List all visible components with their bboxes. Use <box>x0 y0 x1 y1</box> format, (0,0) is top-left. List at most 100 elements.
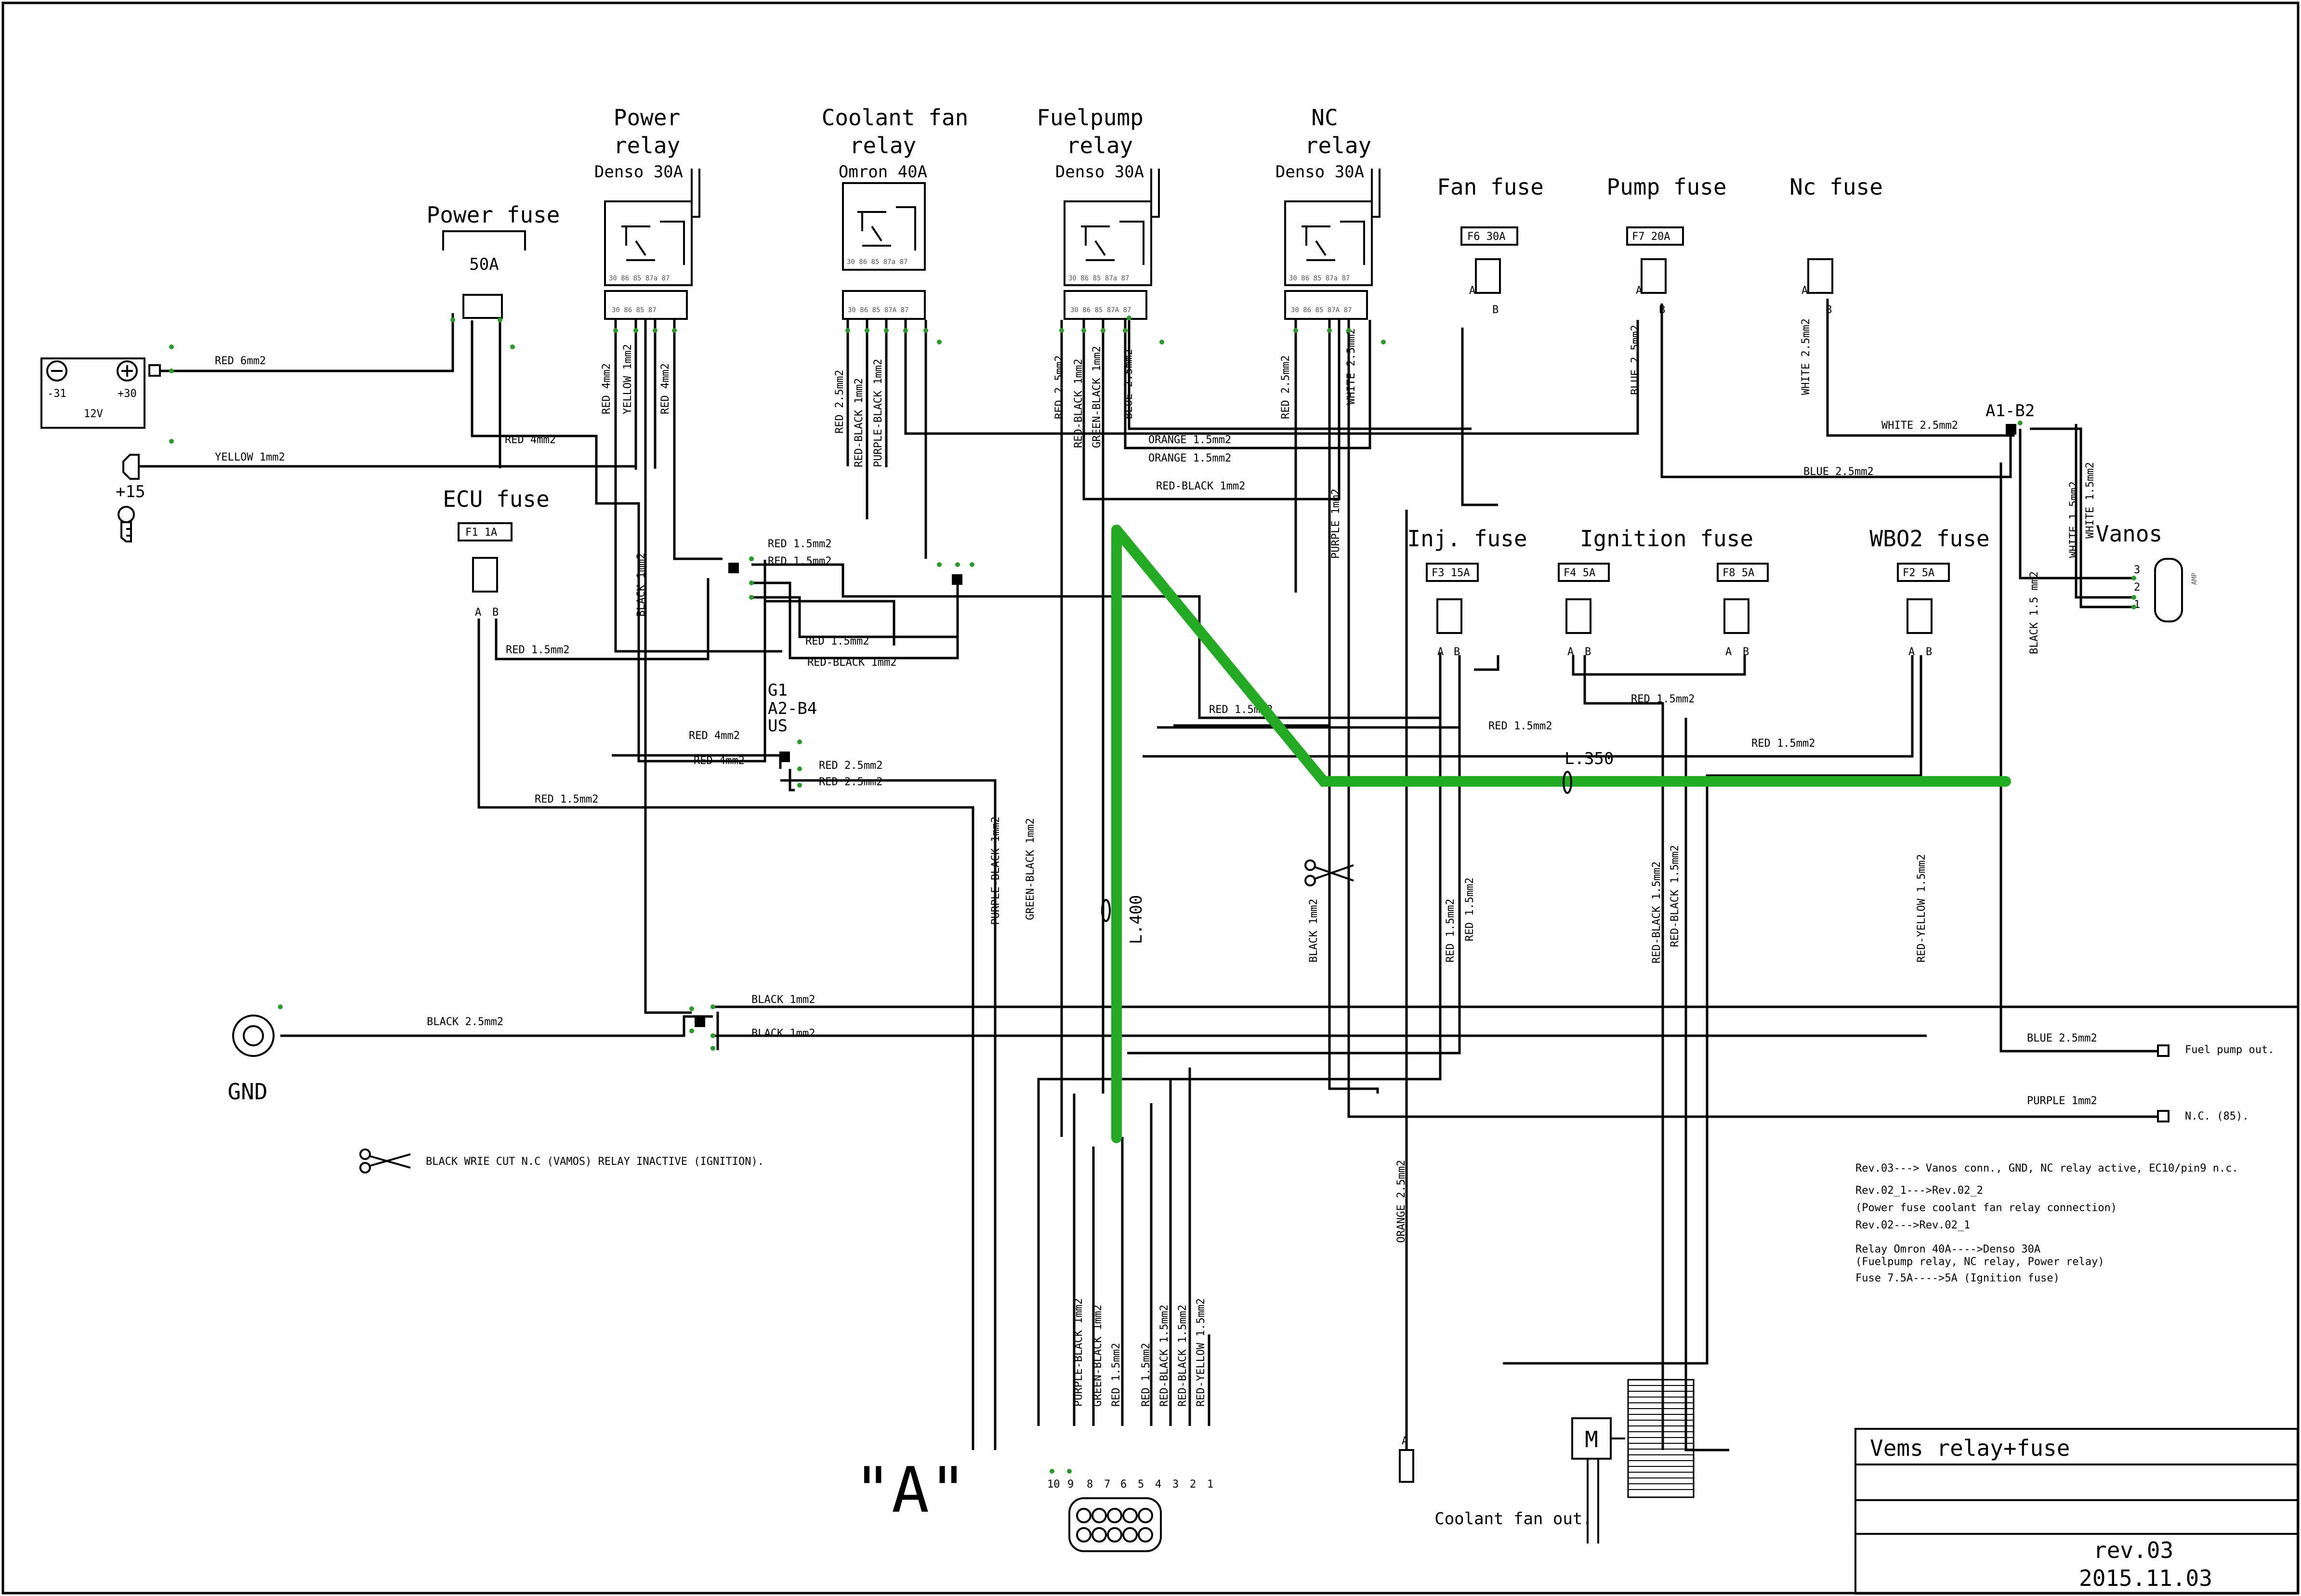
vlabel-black-1mm: BLACK 1mm2 <box>635 553 647 617</box>
connector-a-body <box>1068 1497 1162 1552</box>
wire-label-red-15-ign: RED 1.5mm2 <box>1488 720 1552 732</box>
svg-text:30 86 85 87A 87: 30 86 85 87A 87 <box>1070 306 1131 314</box>
battery-pos: +30 <box>118 388 137 400</box>
svg-text:7: 7 <box>1104 1478 1110 1490</box>
vlabel-red-black-15a: RED-BLACK 1.5mm2 <box>1651 861 1663 963</box>
wire-label-red-black: RED-BLACK 1mm2 <box>1156 480 1245 492</box>
power-relay-title-1: Power <box>614 105 680 131</box>
battery-neg: -31 <box>47 388 66 400</box>
revision-line: Relay Omron 40A---->Denso 30A <box>1855 1243 2040 1255</box>
wire-label-d: RED-BLACK 1mm2 <box>807 657 896 669</box>
scissors-legend-icon <box>359 1148 411 1174</box>
wire-label-red-4mm-g1a: RED 4mm2 <box>689 730 740 742</box>
vlabel-red-black: RED-BLACK 1mm2 <box>853 378 865 467</box>
note-cut-text: BLACK WRIE CUT N.C (VAMOS) RELAY INACTIV… <box>426 1156 764 1168</box>
motor-fan: M <box>1571 1379 1695 1543</box>
coolant-relay-type: Omron 40A <box>839 162 927 182</box>
svg-text:A: A <box>475 607 481 619</box>
fan-blade-icon <box>1627 1379 1695 1498</box>
vlabel-red-15-inj-a: RED 1.5mm2 <box>1445 899 1457 963</box>
wire-label-blue-fuelpump: BLUE 2.5mm2 <box>2027 1032 2097 1044</box>
length-l400: L.400 <box>1127 895 1146 944</box>
vlabel-yellow: YELLOW 1mm2 <box>622 344 634 414</box>
ignition-fuse-tag-b: F8 5A <box>1722 567 1754 579</box>
splice-a1-label: A1-B2 <box>1985 401 2035 421</box>
svg-text:B: B <box>1454 646 1460 658</box>
wire-label-red-4mm: RED 4mm2 <box>505 434 556 446</box>
title-block-rev: rev.03 <box>2093 1537 2173 1563</box>
wbo2-fuse-tag: F2 5A <box>1903 567 1934 579</box>
fan-fuse-body <box>1475 258 1501 294</box>
fuelpump-relay-type: Denso 30A <box>1055 162 1144 182</box>
vlabel-conn-red-black: RED-BLACK 1.5mm2 <box>1158 1305 1170 1407</box>
vlabel-nc-white: WHITE 2.5mm2 <box>1345 328 1357 405</box>
svg-text:9: 9 <box>1067 1478 1074 1490</box>
nc-fuse-title: Nc fuse <box>1789 174 1883 200</box>
svg-text:2: 2 <box>2134 581 2140 594</box>
wire-label-black-25: BLACK 2.5mm2 <box>427 1016 503 1028</box>
wire-label-red-15-wbo2: RED 1.5mm2 <box>1751 738 1815 750</box>
scissors-icon <box>1304 859 1354 886</box>
revision-line: Rev.02_1--->Rev.02_2 <box>1855 1185 1983 1197</box>
nc-relay-type: Denso 30A <box>1275 162 1364 182</box>
vlabel-orange-25: ORANGE 2.5mm2 <box>1395 1160 1407 1243</box>
wire-label-white-25: WHITE 2.5mm2 <box>1881 420 1958 432</box>
vlabel-conn-purple-black: PURPLE-BLACK 1mm2 <box>1073 1298 1085 1407</box>
ecu-fuse: ECU fuse F1 1A A B <box>443 486 550 619</box>
coolant-relay-body <box>842 182 926 271</box>
pump-fuse-tag: F7 20A <box>1632 231 1670 243</box>
vlabel-purple-1mm: PURPLE 1mm2 <box>1330 488 1342 559</box>
wire-label-red-15mm-lower: RED 1.5mm2 <box>535 793 598 805</box>
svg-text:A: A <box>1469 285 1475 297</box>
vlabel-fp-blue: BLUE 2.5mm2 <box>1123 349 1135 419</box>
svg-text:30 86 85 87a 87: 30 86 85 87a 87 <box>1289 275 1350 282</box>
wbo2-fuse-title: WBO2 fuse <box>1869 526 1989 552</box>
svg-text:30 86 85 87a 87: 30 86 85 87a 87 <box>847 258 907 266</box>
vlabel-fp-green-black: GREEN-BLACK 1mm2 <box>1091 346 1103 448</box>
vanos-body <box>2154 558 2183 622</box>
power-relay-socket <box>604 290 688 320</box>
wire-label-red-6mm: RED 6mm2 <box>215 355 266 367</box>
highlight-route <box>1111 525 2011 1143</box>
vlabel-nc-red-25: RED 2.5mm2 <box>1280 356 1292 419</box>
pump-fuse-title: Pump fuse <box>1606 174 1726 200</box>
ecu-fuse-tag: F1 1A <box>465 527 497 539</box>
wire-label-red-15mm-ecu: RED 1.5mm2 <box>506 644 569 656</box>
ecu-fuse-body <box>472 557 498 593</box>
wire-label-b: RED 1.5mm2 <box>768 555 831 567</box>
svg-text:B: B <box>492 607 499 619</box>
svg-text:A: A <box>1636 285 1642 297</box>
nc-fuse: Nc fuse A B <box>1789 174 1883 316</box>
key-icon <box>118 506 135 523</box>
coolant-relay-socket <box>842 290 926 320</box>
inj-fuse: Inj. fuse F3 15A A B <box>1407 526 1527 658</box>
revision-line: (Power fuse coolant fan relay connection… <box>1855 1202 2117 1214</box>
fan-fuse-title: Fan fuse <box>1437 174 1544 200</box>
nc-relay-body <box>1284 200 1373 286</box>
vlabel-white-15-a: WHITE 1.5mm2 <box>2068 481 2080 558</box>
nc-out-label: N.C. (85). <box>2185 1110 2248 1122</box>
wire-label-red-15-ign2: RED 1.5mm2 <box>1631 693 1695 705</box>
coolant-fan-relay: Coolant fan relay Omron 40A 30 86 85 87a… <box>822 105 968 320</box>
vlabel-black-1mm-cut: BLACK 1mm2 <box>1308 899 1320 963</box>
svg-text:10: 10 <box>1047 1478 1060 1490</box>
pin-dots <box>169 316 2136 1474</box>
ecu-fuse-title: ECU fuse <box>443 486 550 512</box>
svg-text:A: A <box>1908 646 1915 658</box>
battery: -31 +30 12V <box>40 357 161 429</box>
coolant-out-label: Coolant fan out. <box>1434 1509 1592 1529</box>
revision-line: (Fuelpump relay, NC relay, Power relay) <box>1855 1256 2104 1268</box>
nc-relay-socket <box>1284 290 1368 320</box>
ignition-fuse-title: Ignition fuse <box>1580 526 1753 552</box>
inj-fuse-title: Inj. fuse <box>1407 526 1527 552</box>
wire-label-red-25mm-g1b: RED 2.5mm2 <box>819 776 882 788</box>
ignition-fuse-b-body <box>1723 598 1749 634</box>
wire-label-red-25mm-g1a: RED 2.5mm2 <box>819 760 882 772</box>
wire-label-orange-b: ORANGE 1.5mm2 <box>1148 452 1231 464</box>
fuelpump-relay-title-1: Fuelpump <box>1037 105 1144 131</box>
wbo2-fuse: WBO2 fuse F2 5A A B <box>1869 526 1989 658</box>
pump-fuse: Pump fuse F7 20A A B <box>1606 174 1726 316</box>
gnd-ring-icon <box>232 1015 275 1057</box>
fuelpump-relay: Fuelpump relay Denso 30A 30 86 85 87a 87… <box>1037 105 1160 320</box>
